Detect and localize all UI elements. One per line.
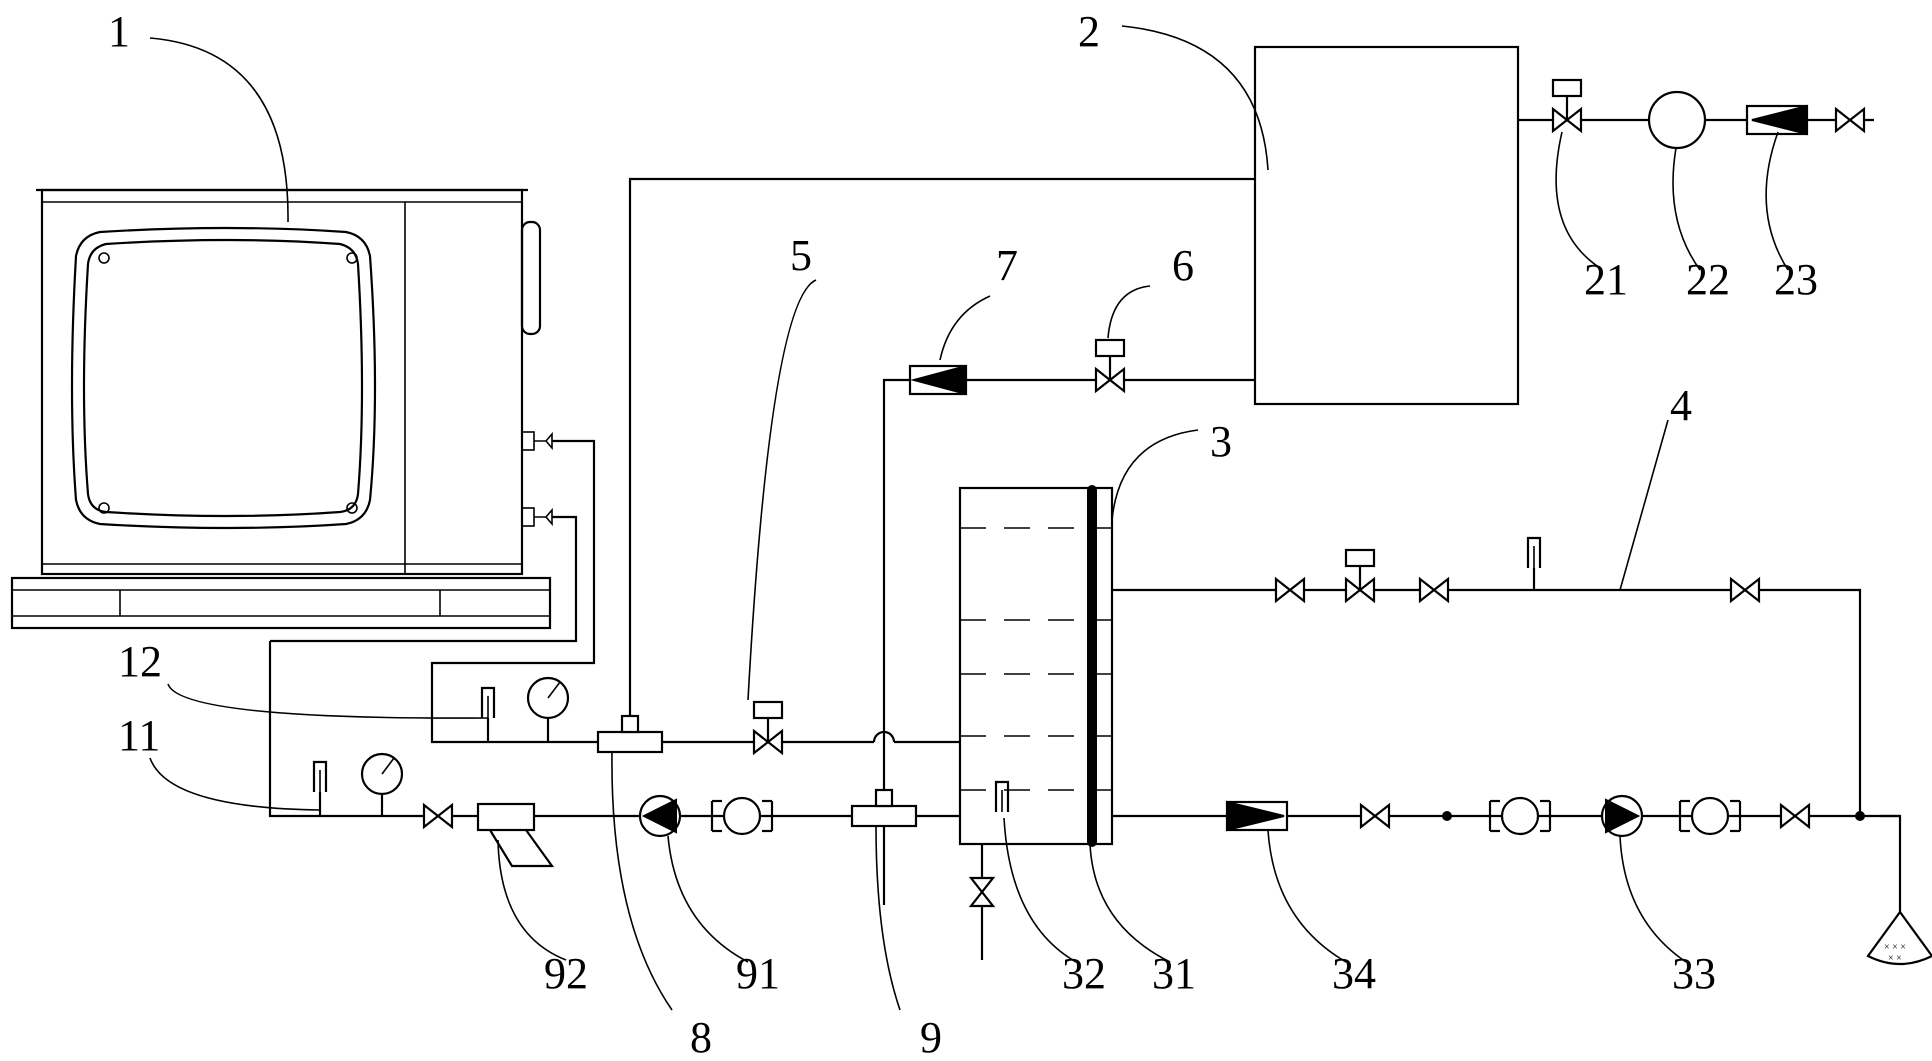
label-7: 7 <box>996 241 1018 290</box>
svg-text:× × ×: × × × <box>1884 942 1906 953</box>
label-22: 22 <box>1686 255 1730 304</box>
labels: 1 2 3 4 5 6 7 8 9 11 12 21 22 23 31 32 3… <box>108 7 1818 1061</box>
label-23: 23 <box>1774 255 1818 304</box>
label-92: 92 <box>544 949 588 998</box>
fittings <box>312 536 1865 828</box>
label-8: 8 <box>690 1013 712 1061</box>
upper-tank <box>1253 45 1520 406</box>
label-33: 33 <box>1672 949 1716 998</box>
label-34: 34 <box>1332 949 1376 998</box>
flow-devices: × × × × × <box>476 90 1932 966</box>
label-4: 4 <box>1670 381 1692 430</box>
label-5: 5 <box>790 231 812 280</box>
label-31: 31 <box>1152 949 1196 998</box>
label-91: 91 <box>736 949 780 998</box>
pipework <box>268 118 1902 960</box>
label-12: 12 <box>118 637 162 686</box>
label-9: 9 <box>920 1013 942 1061</box>
outdoor-unit <box>10 188 553 630</box>
label-3: 3 <box>1210 417 1232 466</box>
label-32: 32 <box>1062 949 1106 998</box>
label-21: 21 <box>1584 255 1628 304</box>
label-11: 11 <box>118 711 160 760</box>
label-1: 1 <box>108 7 130 56</box>
leader-lines <box>149 25 1789 1011</box>
storage-tank <box>958 485 1114 847</box>
svg-text:× ×: × × <box>1888 953 1902 964</box>
label-6: 6 <box>1172 241 1194 290</box>
label-2: 2 <box>1078 7 1100 56</box>
